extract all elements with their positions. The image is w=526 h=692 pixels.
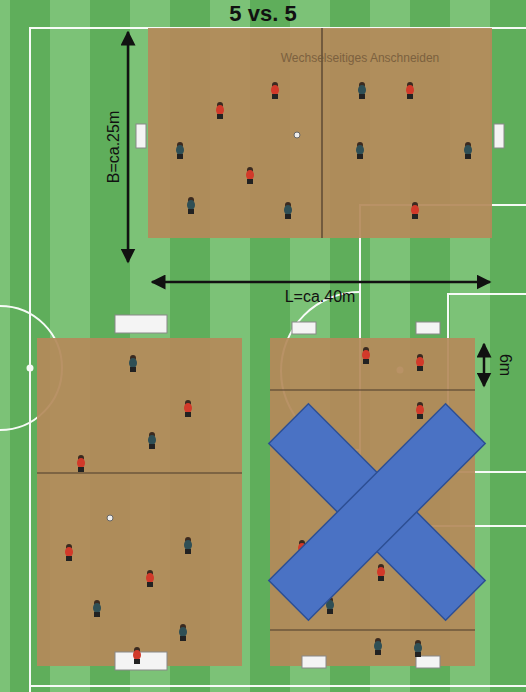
player — [176, 142, 184, 159]
zone-dimension: 6m — [497, 354, 513, 376]
player — [187, 197, 195, 214]
player — [93, 600, 101, 617]
player — [358, 82, 366, 99]
player — [148, 432, 156, 449]
player — [129, 355, 137, 372]
player — [216, 102, 224, 119]
player — [284, 202, 292, 219]
dimension-arrows — [128, 32, 490, 386]
player — [65, 544, 73, 561]
diagram-title: 5 vs. 5 — [229, 3, 296, 25]
width-dimension: B=ca.25m — [106, 111, 122, 183]
player — [133, 647, 141, 664]
player — [406, 82, 414, 99]
player — [377, 564, 385, 581]
player — [464, 142, 472, 159]
player — [411, 202, 419, 219]
small-pitches — [37, 28, 492, 666]
player — [271, 82, 279, 99]
player — [77, 455, 85, 472]
player — [179, 624, 187, 641]
player — [184, 537, 192, 554]
player — [107, 515, 113, 521]
field-lines — [0, 28, 526, 692]
goals — [115, 124, 504, 670]
player — [416, 354, 424, 371]
player — [414, 640, 422, 657]
watermark: Wechselseitiges Anschneiden — [281, 52, 440, 64]
player — [356, 142, 364, 159]
player — [416, 402, 424, 419]
cross-out-mark — [200, 335, 526, 689]
player — [374, 638, 382, 655]
player — [294, 132, 300, 138]
player — [184, 400, 192, 417]
length-dimension: L=ca.40m — [285, 289, 356, 305]
player — [146, 570, 154, 587]
player — [246, 167, 254, 184]
player — [362, 347, 370, 364]
